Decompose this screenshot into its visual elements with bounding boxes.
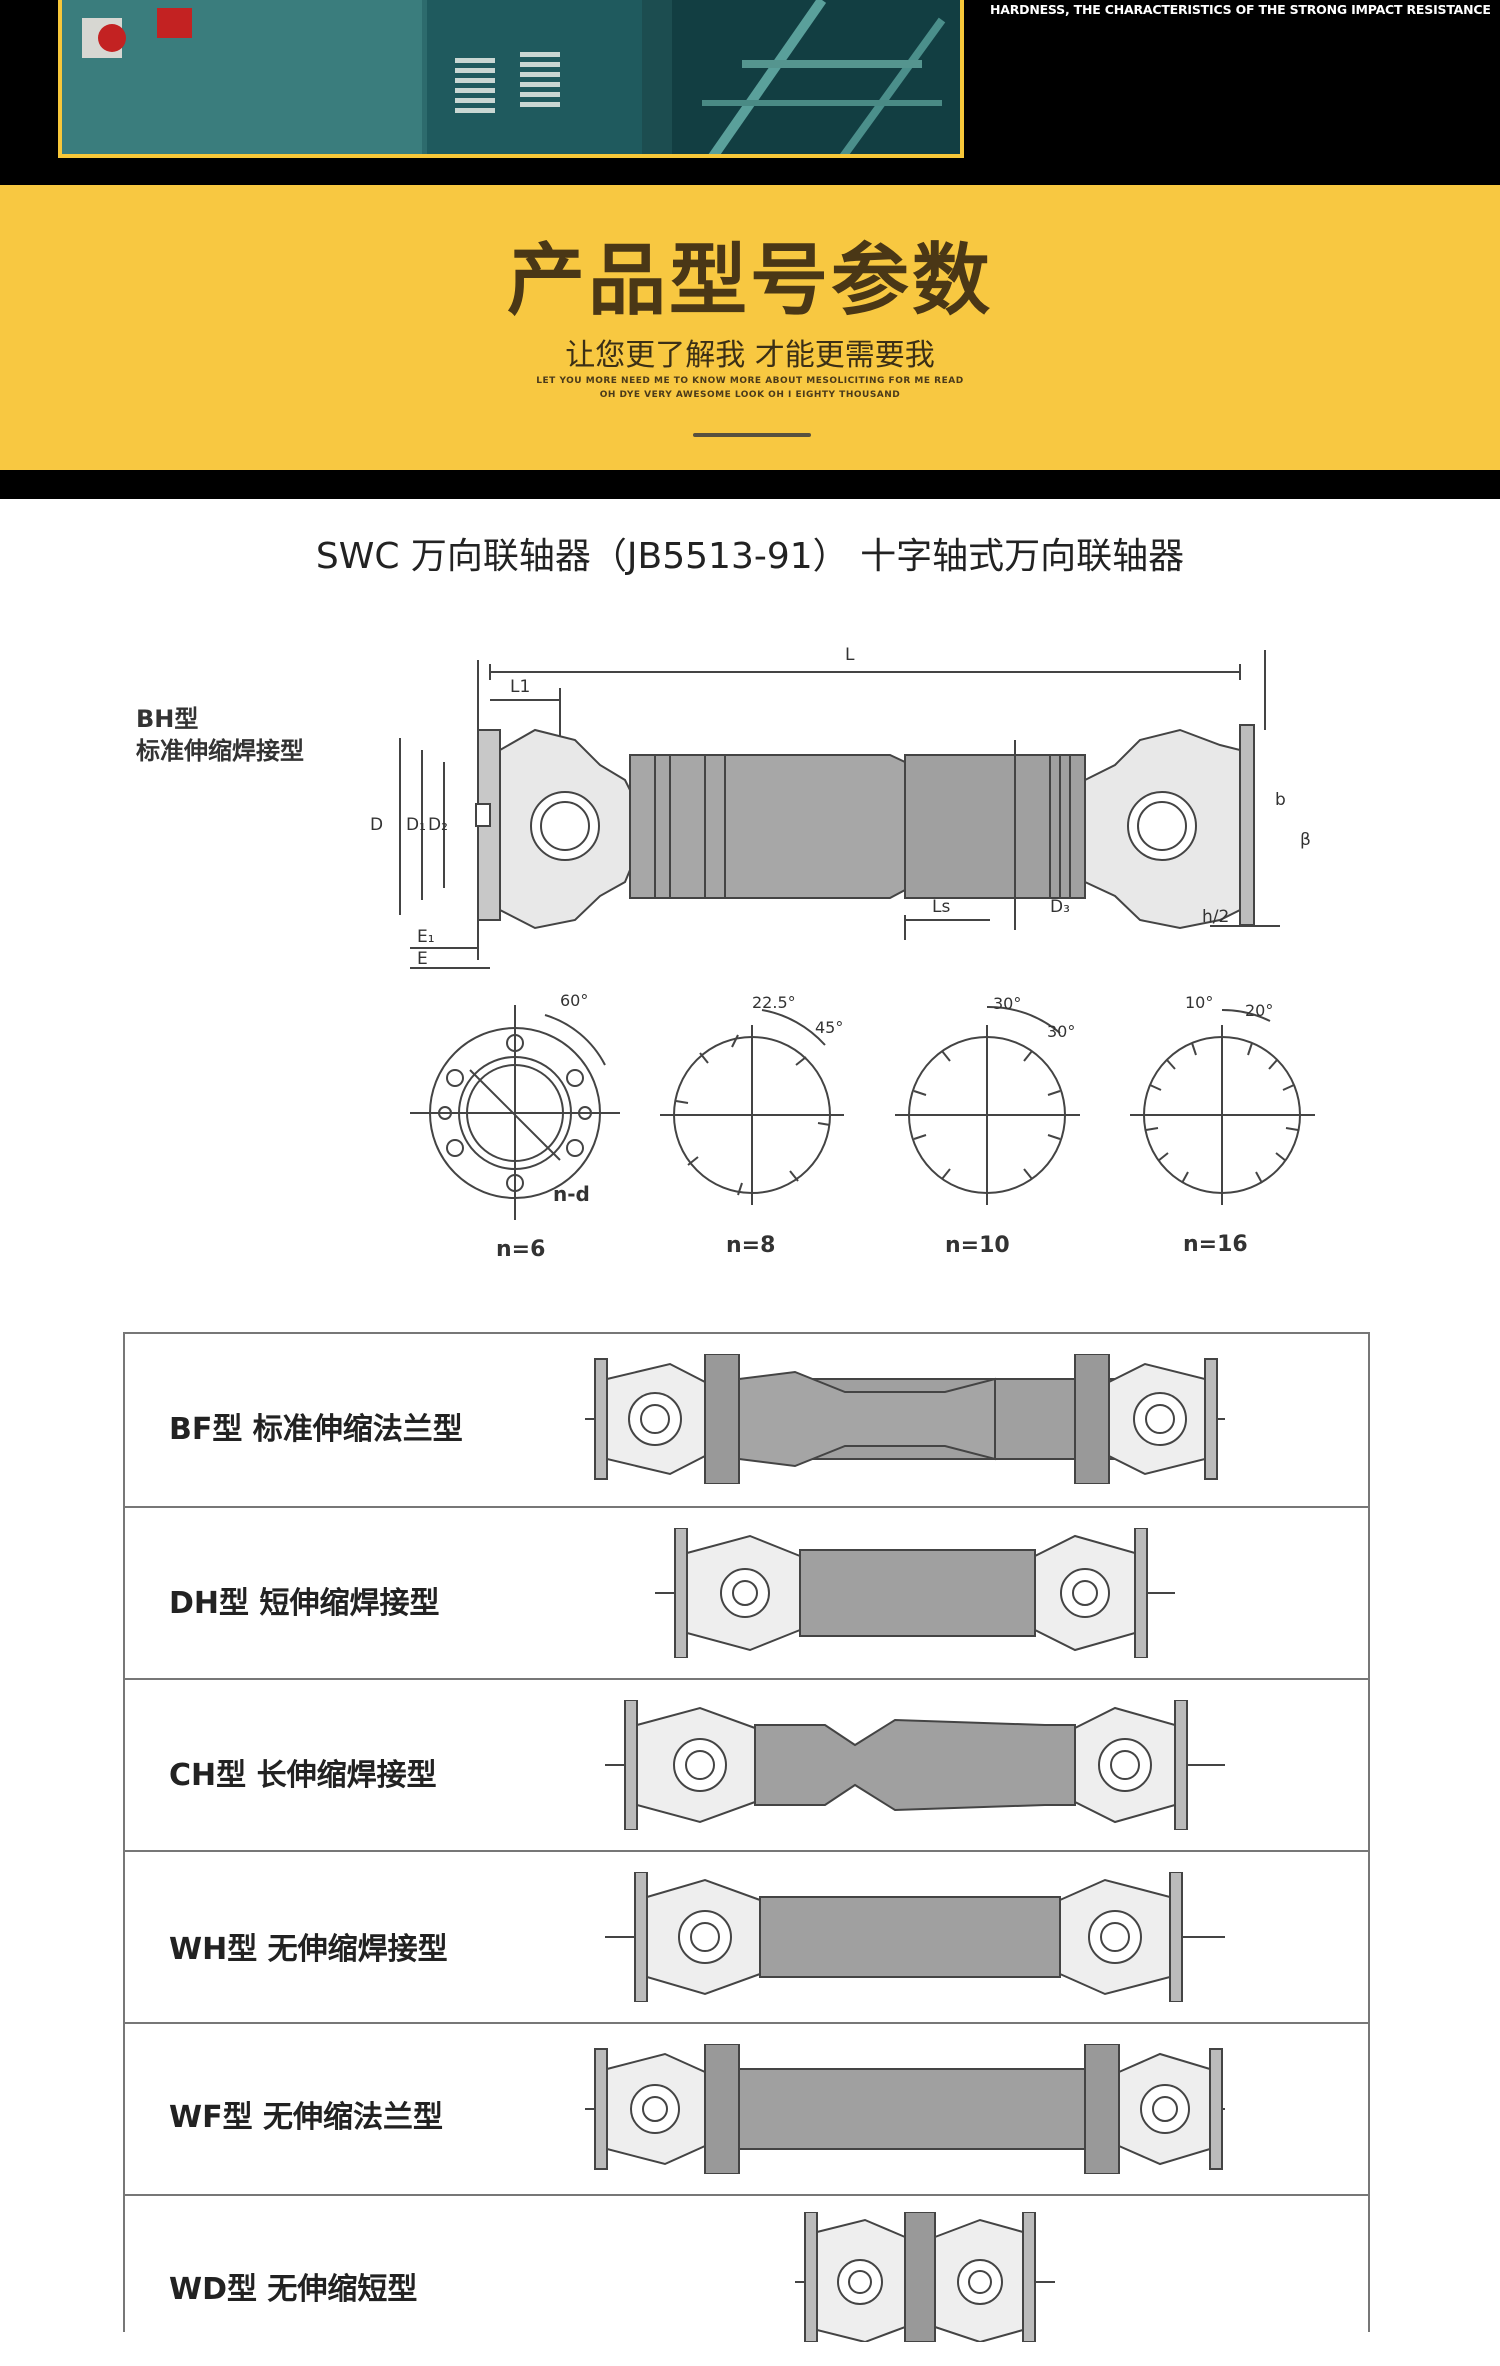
machine-photo-drawing [62, 0, 960, 154]
angle-n6: 60° [560, 991, 588, 1010]
angle-n10-a: 30° [993, 994, 1021, 1013]
type-row-ch: CH型 长伸缩焊接型 [125, 1678, 1368, 1852]
wd-coupling-drawing [795, 2212, 1055, 2342]
bf-coupling-drawing [585, 1354, 1225, 1484]
dim-L1: L1 [510, 677, 530, 697]
type-label-ch: CH型 长伸缩焊接型 [169, 1758, 437, 1793]
type-row-wd: WD型 无伸缩短型 [125, 2194, 1368, 2366]
type-row-dh: DH型 短伸缩焊接型 [125, 1506, 1368, 1680]
bh-type-code: BH型 [136, 705, 199, 733]
flange-n16 [1130, 1008, 1315, 1205]
section-title: 产品型号参数 [506, 235, 993, 326]
note-n-d: n-d [553, 1182, 590, 1206]
type-row-wh: WH型 无伸缩焊接型 [125, 1850, 1368, 2024]
bh-type-name: 标准伸缩焊接型 [136, 737, 304, 765]
type-label-wf: WF型 无伸缩法兰型 [169, 2100, 444, 2135]
title-band [0, 185, 1500, 470]
flange-n10 [895, 1005, 1080, 1205]
angle-n8-a: 22.5° [752, 993, 796, 1012]
dim-E1: E₁ [417, 927, 435, 947]
wh-coupling-drawing [605, 1872, 1225, 2002]
type-label-wd: WD型 无伸缩短型 [169, 2272, 418, 2307]
type-row-bf: BF型 标准伸缩法兰型 [125, 1334, 1368, 1508]
type-label-wh: WH型 无伸缩焊接型 [169, 1932, 448, 1967]
section-subtitle: 让您更了解我 才能更需要我 [565, 338, 935, 373]
type-row-wf: WF型 无伸缩法兰型 [125, 2022, 1368, 2196]
top-caption: HARDNESS, THE CHARACTERISTICS OF THE STR… [990, 2, 1491, 17]
type-label-dh: DH型 短伸缩焊接型 [169, 1586, 440, 1621]
machine-photo [58, 0, 964, 158]
angle-n16-a: 10° [1185, 993, 1213, 1012]
dim-b: b [1275, 790, 1286, 810]
type-label-bf: BF型 标准伸缩法兰型 [169, 1412, 463, 1447]
english-tagline-2: OH DYE VERY AWESOME LOOK OH I EIGHTY THO… [599, 390, 901, 400]
n8-label: n=8 [726, 1233, 776, 1258]
flange-n6 [410, 1005, 620, 1220]
wf-coupling-drawing [585, 2044, 1225, 2174]
spec-title: SWC 万向联轴器（JB5513-91） 十字轴式万向联轴器 [315, 536, 1185, 577]
dim-D1: D₁ [406, 815, 426, 835]
dim-D2: D₂ [428, 815, 448, 835]
dim-L: L [845, 645, 855, 665]
bh-type-label: BH型 标准伸缩焊接型 [136, 703, 304, 767]
dim-D3: D₃ [1050, 897, 1070, 917]
dim-Ls: Ls [932, 897, 950, 917]
english-tagline-1: LET YOU MORE NEED ME TO KNOW MORE ABOUT … [536, 376, 964, 386]
dim-E: E [417, 949, 428, 969]
n16-label: n=16 [1183, 1232, 1248, 1257]
n6-label: n=6 [496, 1237, 546, 1262]
dim-D: D [370, 815, 383, 835]
angle-n16-b: 20° [1245, 1001, 1273, 1020]
bh-coupling-drawing: L L1 D D₁ D₂ Ls D₃ E₁ E h/2 b β [370, 645, 1311, 969]
divider-band [0, 470, 1500, 499]
ch-coupling-drawing [605, 1700, 1225, 1830]
coupling-type-table: BF型 标准伸缩法兰型 DH型 短伸缩焊接型 [123, 1332, 1370, 2342]
angle-n8-b: 45° [815, 1018, 843, 1037]
title-underline [693, 433, 811, 437]
flange-bolt-patterns: 60° n-d 22.5° 45° 30° 30° 10° 20° [410, 991, 1315, 1220]
dim-h2: h/2 [1202, 907, 1229, 927]
n10-label: n=10 [945, 1233, 1010, 1258]
dh-coupling-drawing [655, 1528, 1175, 1658]
flange-n8 [660, 1009, 844, 1205]
angle-n10-b: 30° [1047, 1022, 1075, 1041]
top-banner: HARDNESS, THE CHARACTERISTICS OF THE STR… [0, 0, 1500, 185]
dim-beta: β [1300, 830, 1311, 850]
